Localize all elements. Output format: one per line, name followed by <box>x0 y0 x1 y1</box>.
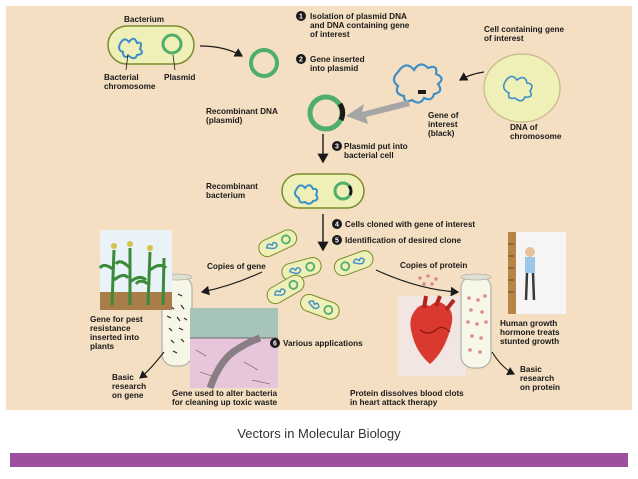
svg-text:3: 3 <box>335 144 339 151</box>
svg-text:6: 6 <box>273 341 277 348</box>
gray-insertion-arrow <box>346 100 410 124</box>
step-4: 4 Cells cloned with gene of interest <box>332 219 475 229</box>
recombinant-dna-label: Recombinant DNA (plasmid) <box>206 107 280 125</box>
chromosome-pointer <box>125 53 129 71</box>
step-2: 2 Gene inserted into plasmid <box>296 54 367 73</box>
footer-bar <box>10 453 628 467</box>
growth-hormone-label: Human growth hormone treats stunted grow… <box>500 319 562 346</box>
blood-clots-label: Protein dissolves blood clots in heart a… <box>350 389 466 407</box>
copies-of-protein-label: Copies of protein <box>400 261 467 270</box>
arrow-to-protein-copies <box>375 269 460 297</box>
arrow-to-protein-research <box>491 351 515 375</box>
svg-text:4: 4 <box>335 222 339 229</box>
toxic-waste-image <box>190 308 278 390</box>
cell-gene-label: Cell containing gene of interest <box>484 25 566 43</box>
protein-dots <box>418 274 438 286</box>
isolated-dna <box>392 63 443 104</box>
heart-image <box>398 295 466 376</box>
copies-of-gene-label: Copies of gene <box>207 262 266 271</box>
svg-text:Various applications: Various applications <box>283 339 363 348</box>
recombinant-plasmid <box>307 94 346 132</box>
plasmid-pointer <box>172 54 176 71</box>
recombinant-bacterium-label: Recombinant bacterium <box>206 182 260 200</box>
plasmid-label: Plasmid <box>164 73 195 82</box>
svg-text:1: 1 <box>299 14 303 21</box>
recombinant-dna-diagram: Bacterium Bacterial chromosome Plasmid 1… <box>6 6 632 410</box>
bacterium-label: Bacterium <box>124 15 164 24</box>
growth-image <box>508 232 566 314</box>
svg-text:Cells cloned with gene of inte: Cells cloned with gene of interest <box>345 220 475 229</box>
arrow-to-plasmid <box>199 45 244 57</box>
svg-text:Identification of desired clon: Identification of desired clone <box>345 236 461 245</box>
toxic-waste-label: Gene used to alter bacteria for cleaning… <box>172 389 279 407</box>
step-3: 3 Plasmid put into bacterial cell <box>332 141 410 160</box>
corn-plants-image <box>98 230 172 310</box>
bacterial-chromosome-label: Bacterial chromosome <box>104 73 156 91</box>
step-6: 6 Various applications <box>270 338 363 348</box>
recombinant-bacterium <box>281 173 365 209</box>
protein-test-tube <box>460 273 492 369</box>
isolated-plasmid <box>249 48 279 78</box>
gene-of-interest-label: Gene of interest (black) <box>428 111 461 138</box>
pest-resistance-label: Gene for pest resistance inserted into p… <box>90 315 145 351</box>
basic-research-gene-label: Basic research on gene <box>112 373 148 400</box>
arrow-to-gene-copies <box>200 271 263 296</box>
step-5: 5 Identification of desired clone <box>332 235 461 245</box>
arrow-to-dna <box>458 71 485 81</box>
cloned-bacteria <box>258 229 374 320</box>
caption: Vectors in Molecular Biology <box>237 426 401 441</box>
svg-text:5: 5 <box>335 238 339 245</box>
basic-research-protein-label: Basic research on protein <box>520 365 560 392</box>
svg-text:Gene inserted into plasm: Gene inserted into plasmid <box>310 55 367 73</box>
svg-text:2: 2 <box>299 57 303 64</box>
bacterium-cell <box>107 25 195 65</box>
donor-cell <box>483 53 561 123</box>
svg-text:Isolation of plasmid DNA: Isolation of plasmid DNA and DNA contain… <box>310 12 412 39</box>
step-1: 1 Isolation of plasmid DNA and DNA conta… <box>296 11 412 39</box>
arrow-to-gene-research <box>139 351 165 379</box>
svg-text:Plasmid put into bacteri: Plasmid put into bacterial cell <box>344 142 410 160</box>
dna-of-chromosome-label: DNA of chromosome <box>510 123 562 141</box>
